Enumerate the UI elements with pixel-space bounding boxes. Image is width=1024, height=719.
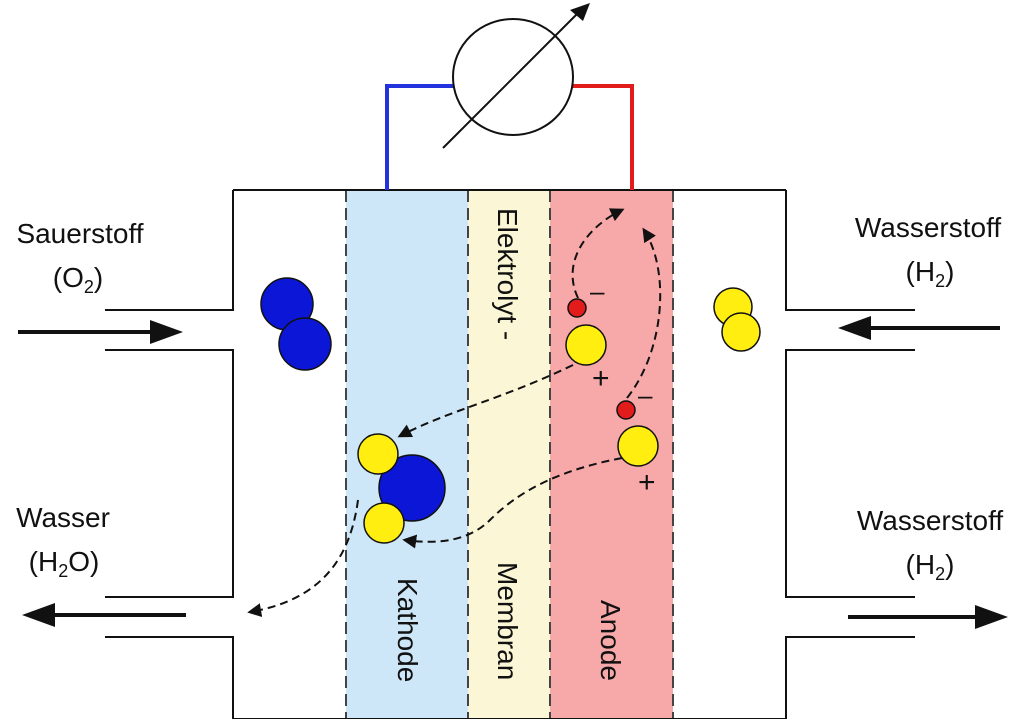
water-molecule: [357, 433, 446, 544]
membrane-label: Membran: [492, 562, 523, 680]
label-hydrogen-outlet: Wasserstoff (H2): [857, 505, 1003, 584]
flow-arrow-hydrogen-in: [838, 316, 1000, 340]
cathode-label: Kathode: [392, 578, 423, 682]
oxygen-molecule: [260, 277, 332, 371]
electrolyte-label: Elektrolyt -: [492, 208, 523, 340]
electron-lower: [616, 400, 636, 420]
plus-sign-lower: +: [638, 466, 656, 499]
negative-wire: [385, 84, 455, 190]
flow-arrow-oxygen-in: [18, 320, 183, 344]
proton-upper: [565, 324, 607, 366]
outlet-right-name: Wasserstoff: [857, 505, 1003, 536]
minus-sign-lower: –: [638, 380, 653, 410]
flow-arrow-hydrogen-out: [848, 605, 1008, 629]
reaction-paths: [247, 208, 662, 618]
plus-sign-upper: +: [592, 362, 610, 395]
label-hydrogen-inlet: Wasserstoff (H2): [855, 212, 1001, 291]
layer-boundaries: [345, 190, 674, 719]
flow-arrow-water-out: [22, 603, 186, 627]
label-water-outlet: Wasser (H2O): [16, 502, 110, 581]
cell-housing: [105, 189, 915, 719]
proton-lower: [617, 425, 659, 467]
membrane-layer: [468, 190, 550, 719]
anode-label: Anode: [595, 600, 626, 681]
electron-upper: [567, 298, 587, 318]
load-meter: [442, 3, 590, 149]
minus-sign-upper: –: [590, 276, 605, 306]
outlet-left-name: Wasser: [16, 502, 110, 533]
outlet-right-formula: (H2): [906, 549, 955, 584]
outlet-left-formula: (H2O): [29, 546, 100, 581]
inlet-right-formula: (H2): [906, 256, 955, 291]
hydrogen-molecule: [713, 287, 761, 352]
inlet-left-formula: (O2): [53, 262, 103, 297]
inlet-left-name: Sauerstoff: [16, 218, 143, 249]
label-oxygen-inlet: Sauerstoff (O2): [16, 218, 143, 297]
positive-wire: [572, 84, 634, 190]
inlet-right-name: Wasserstoff: [855, 212, 1001, 243]
